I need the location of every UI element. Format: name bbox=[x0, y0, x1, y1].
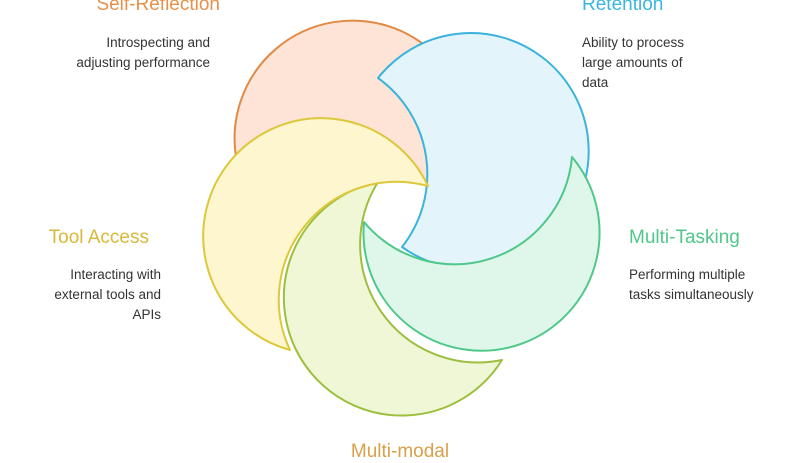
retention-description: Ability to process large amounts of data bbox=[582, 35, 685, 90]
tool-access-petal bbox=[202, 117, 429, 351]
self-reflection-title: Self-Reflection bbox=[96, 0, 220, 15]
overlapping-petals-diagram bbox=[202, 19, 601, 417]
multi-tasking-title: Multi-Tasking bbox=[629, 227, 740, 248]
multi-tasking-description: Performing multiple tasks simultaneously bbox=[629, 267, 754, 302]
multi-modal-title: Multi-modal bbox=[350, 441, 450, 462]
tool-access-title: Tool Access bbox=[48, 227, 149, 248]
self-reflection-description: Introspecting and adjusting performance bbox=[76, 35, 210, 70]
retention-title: Retention bbox=[582, 0, 664, 15]
multi-tasking-petal bbox=[362, 156, 601, 352]
multi-modal-petal bbox=[282, 181, 503, 417]
tool-access-description: Interacting with external tools and APIs bbox=[54, 267, 161, 322]
